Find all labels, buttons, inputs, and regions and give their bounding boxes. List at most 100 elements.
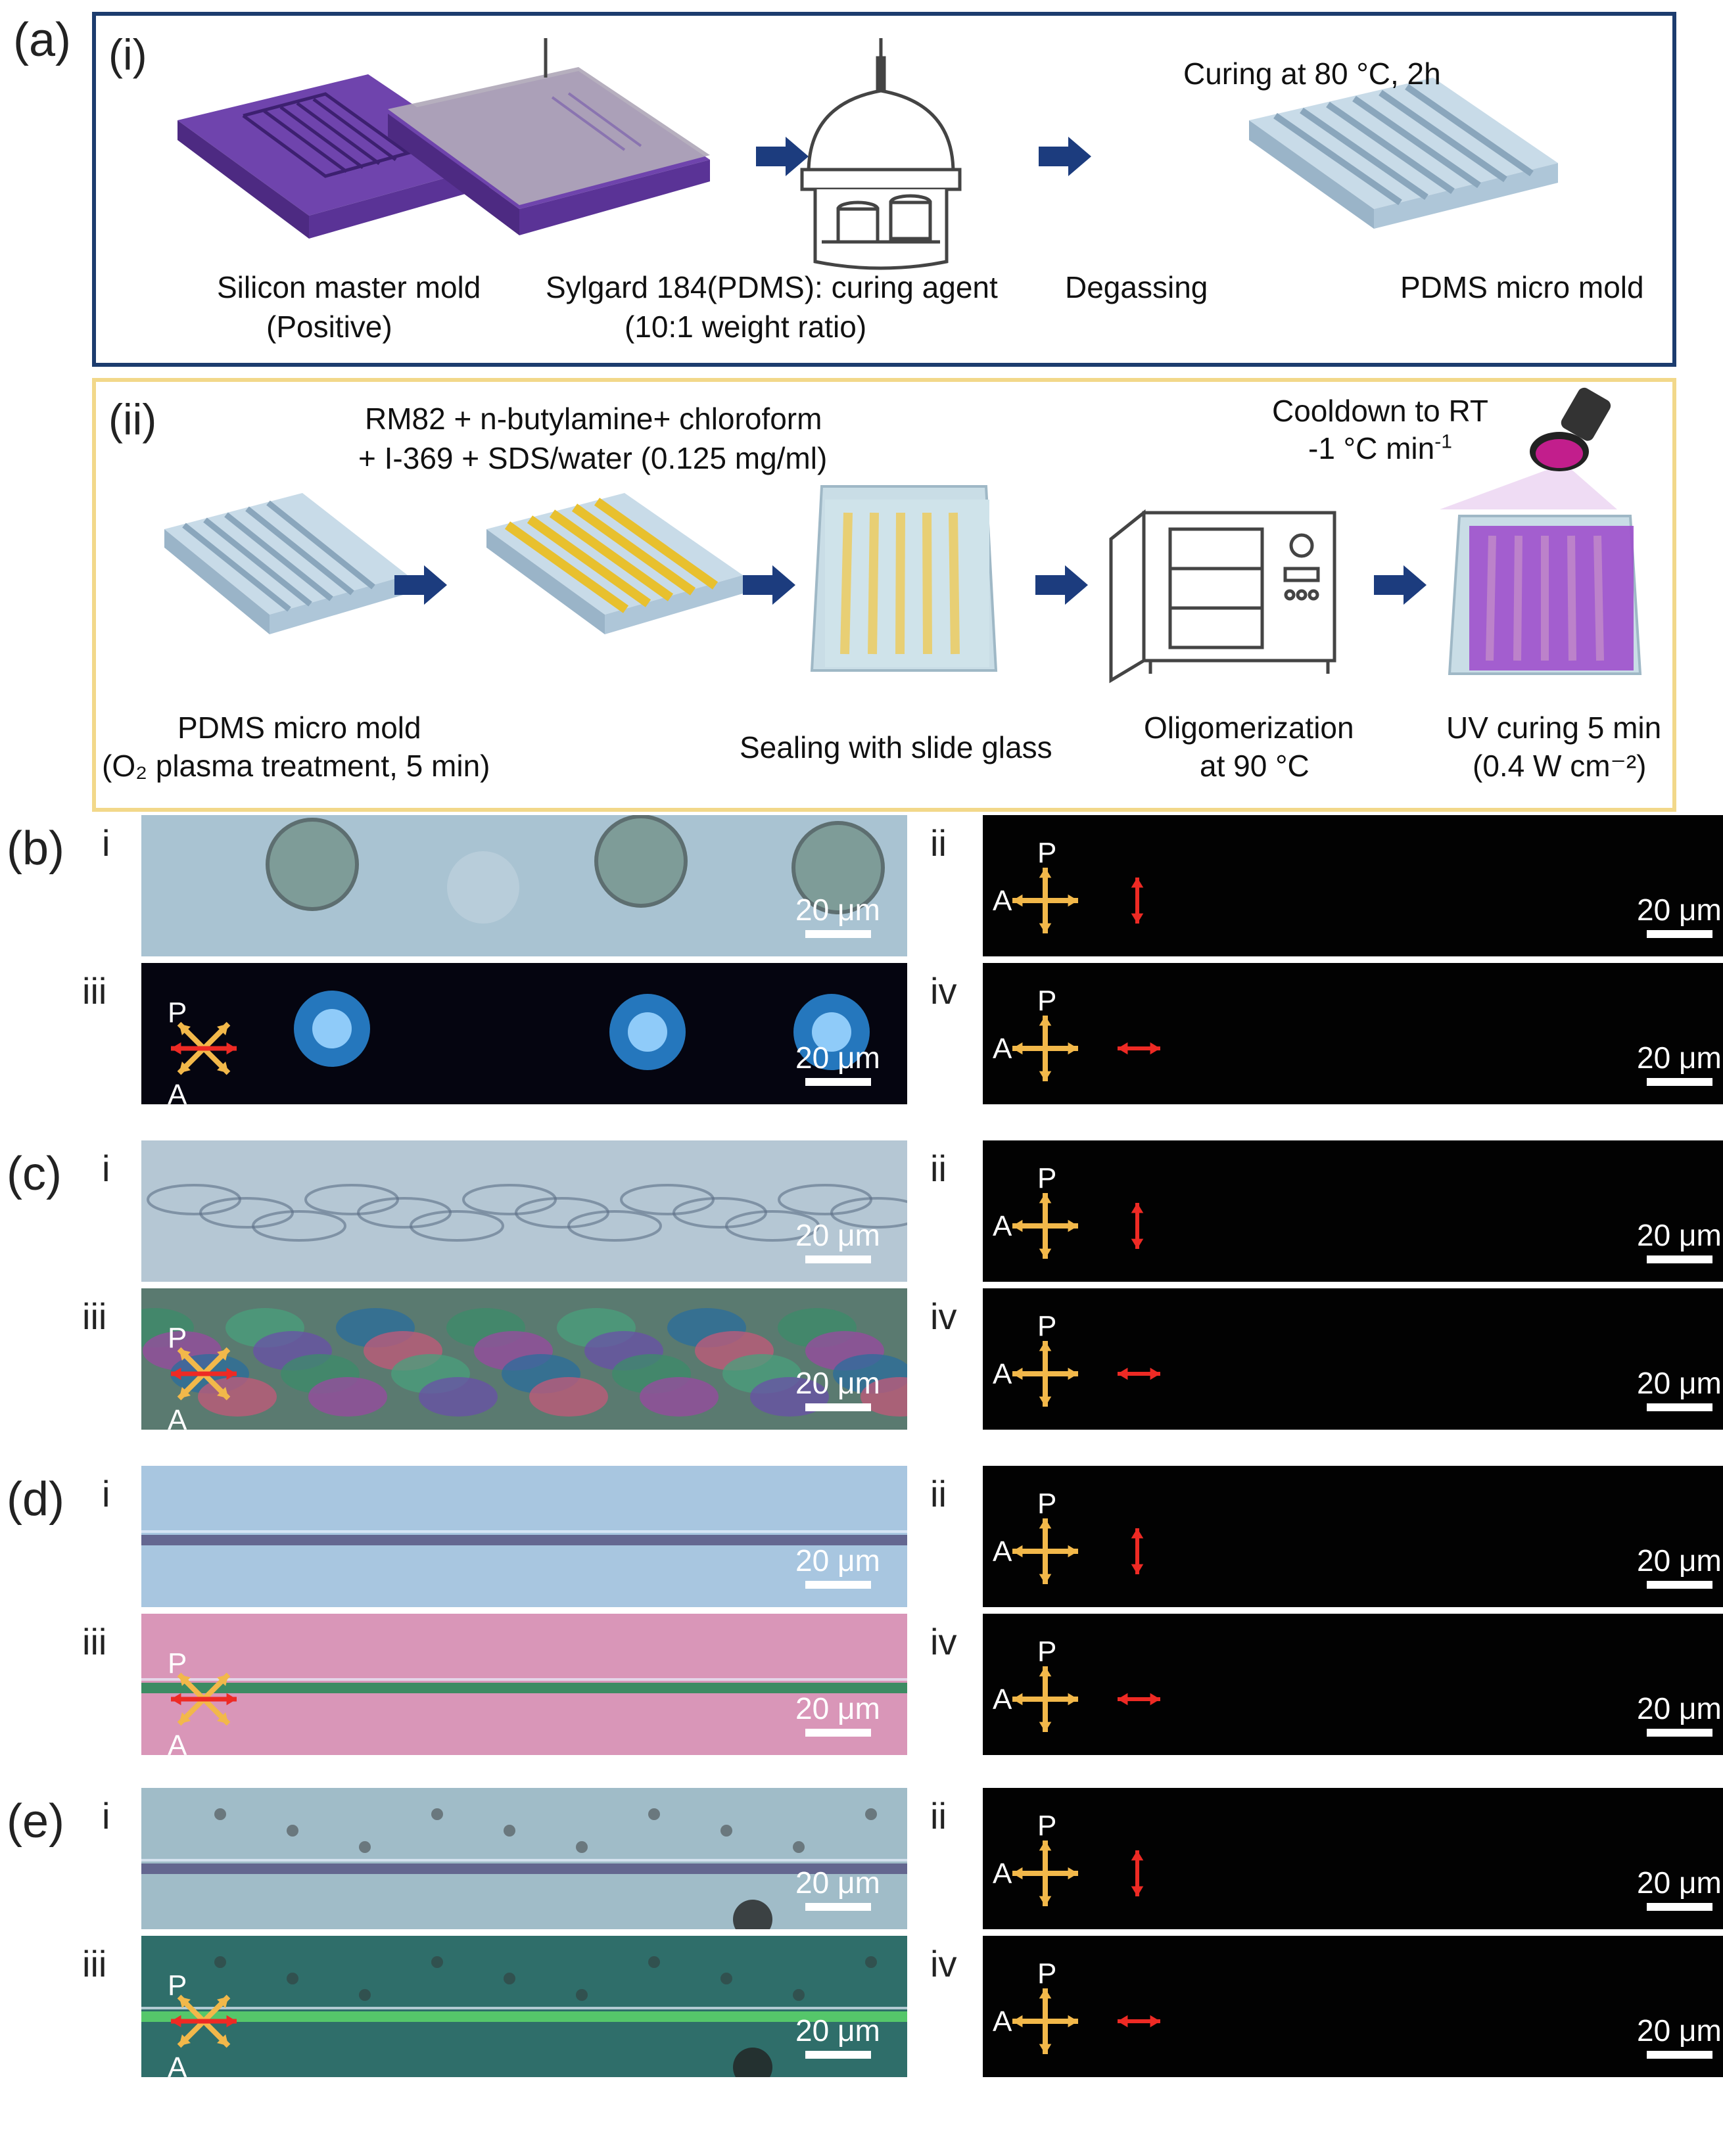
polarizer-label: P bbox=[1037, 837, 1056, 869]
desiccator-icon bbox=[544, 38, 962, 270]
filled-mold-illustration bbox=[486, 493, 743, 634]
scale-bar bbox=[805, 1078, 871, 1086]
analyzer-label: A bbox=[993, 1683, 1012, 1716]
analyzer-label: A bbox=[168, 1079, 187, 1104]
uv-curing-sample-illustration bbox=[1448, 515, 1642, 675]
step-oligomerization-caption-2: at 90 °C bbox=[1200, 749, 1310, 783]
step-micromold-caption: PDMS micro mold bbox=[1400, 270, 1644, 304]
micrograph-i: 20 μm bbox=[141, 1466, 907, 1607]
scale-bar bbox=[805, 1903, 871, 1911]
polarizer-analyzer-icon: PA bbox=[168, 996, 237, 1104]
scale-bar-label: 20 μm bbox=[795, 1865, 880, 1900]
scale-bar bbox=[805, 1581, 871, 1589]
section-ii-illustrations bbox=[164, 387, 1642, 684]
subpanel-label: iii bbox=[82, 970, 107, 1012]
subpanel-label: ii bbox=[930, 1795, 947, 1837]
subpanel-label: i bbox=[102, 1473, 110, 1514]
polarizer-label: P bbox=[1037, 1957, 1056, 1990]
panel-a-label: (a) bbox=[13, 14, 71, 66]
scale-bar bbox=[805, 930, 871, 938]
subpanel-label: ii bbox=[930, 1473, 947, 1514]
section-i-illustrations bbox=[177, 38, 1558, 270]
subpanel-label: i bbox=[102, 1795, 110, 1837]
step-oligomerization-caption-1: Oligomerization bbox=[1144, 711, 1354, 745]
polarizer-label: P bbox=[1037, 1310, 1056, 1342]
scale-bar-label: 20 μm bbox=[1637, 1543, 1722, 1578]
scale-bar-label: 20 μm bbox=[795, 893, 880, 927]
panel-label: (e) bbox=[7, 1795, 64, 1848]
step-silicon-caption-1: Silicon master mold bbox=[217, 270, 481, 304]
analyzer-label: A bbox=[993, 1358, 1012, 1390]
scale-bar-label: 20 μm bbox=[1637, 2013, 1722, 2048]
pdms-micro-mold-illustration bbox=[1249, 78, 1558, 229]
polarizer-label: P bbox=[1037, 1810, 1056, 1842]
pdms-mold-plasma-illustration bbox=[164, 493, 408, 634]
polarizer-label: P bbox=[168, 1647, 187, 1679]
micrograph-i: 20 μm bbox=[141, 815, 907, 956]
scale-bar bbox=[1647, 1078, 1712, 1086]
step-pdms-caption-1: Sylgard 184(PDMS): curing agent bbox=[546, 270, 998, 304]
panel-label: (c) bbox=[7, 1148, 62, 1200]
scale-bar-label: 20 μm bbox=[1637, 893, 1722, 927]
scale-bar-label: 20 μm bbox=[795, 1543, 880, 1578]
cooldown-line-1: Cooldown to RT bbox=[1272, 394, 1488, 428]
scale-bar bbox=[1647, 1255, 1712, 1263]
recipe-line-2: + I-369 + SDS/water (0.125 mg/ml) bbox=[358, 441, 828, 475]
subpanel-label: iii bbox=[82, 1621, 107, 1662]
subpanel-label: i bbox=[102, 1148, 110, 1189]
analyzer-label: A bbox=[993, 1033, 1012, 1065]
sealed-slide-glass-illustration bbox=[810, 485, 998, 672]
step-plasma-caption-2: (O₂ plasma treatment, 5 min) bbox=[102, 749, 490, 783]
scale-bar-label: 20 μm bbox=[795, 1691, 880, 1725]
subpanel-label: ii bbox=[930, 822, 947, 864]
oven-icon bbox=[1109, 509, 1336, 684]
polarizer-analyzer-icon: PA bbox=[993, 1162, 1144, 1259]
subpanel-label: i bbox=[102, 822, 110, 864]
polarizer-analyzer-icon: PA bbox=[993, 1635, 1160, 1732]
scale-bar bbox=[1647, 1729, 1712, 1737]
section-ii-label: (ii) bbox=[108, 395, 157, 444]
polarizer-analyzer-icon: PA bbox=[993, 1310, 1160, 1407]
subpanel-label: iii bbox=[82, 1943, 107, 1984]
analyzer-label: A bbox=[168, 1404, 187, 1430]
section-i-label: (i) bbox=[108, 30, 147, 79]
section-ii-frame bbox=[92, 378, 1676, 812]
scale-bar-label: 20 μm bbox=[1637, 1366, 1722, 1400]
scale-bar-label: 20 μm bbox=[795, 1218, 880, 1252]
subpanel-label: iv bbox=[930, 1943, 957, 1984]
scale-bar bbox=[1647, 1903, 1712, 1911]
scale-bar bbox=[805, 2051, 871, 2059]
polarizer-label: P bbox=[168, 996, 187, 1029]
polarizer-label: P bbox=[1037, 985, 1056, 1017]
step-sealing-caption: Sealing with slide glass bbox=[740, 730, 1052, 764]
polarizer-analyzer-icon: PA bbox=[168, 1647, 237, 1755]
polarizer-analyzer-icon: PA bbox=[993, 985, 1160, 1081]
polarizer-label: P bbox=[168, 1322, 187, 1354]
polarizer-analyzer-icon: PA bbox=[168, 1322, 237, 1430]
polarizer-analyzer-icon: PA bbox=[993, 1957, 1160, 2054]
curing-note: Curing at 80 °C, 2h bbox=[1183, 57, 1441, 91]
arrow-right-icon bbox=[394, 565, 447, 605]
scale-bar-label: 20 μm bbox=[1637, 1691, 1722, 1725]
step-pdms-caption-2: (10:1 weight ratio) bbox=[625, 310, 867, 344]
polarizer-analyzer-icon: PA bbox=[993, 837, 1144, 933]
scale-bar bbox=[1647, 1403, 1712, 1411]
polarizer-analyzer-icon: PA bbox=[168, 1969, 237, 2077]
analyzer-label: A bbox=[993, 1210, 1012, 1242]
pdms-pour-illustration bbox=[388, 67, 710, 235]
subpanel-label: iv bbox=[930, 1621, 957, 1662]
polarizer-analyzer-icon: PA bbox=[993, 1488, 1144, 1584]
arrow-right-icon bbox=[1039, 137, 1091, 176]
scale-bar-label: 20 μm bbox=[795, 1366, 880, 1400]
step-silicon-caption-2: (Positive) bbox=[266, 310, 392, 344]
arrow-right-icon bbox=[1374, 565, 1427, 605]
step-plasma-caption-1: PDMS micro mold bbox=[177, 711, 421, 745]
scale-bar bbox=[1647, 1581, 1712, 1589]
